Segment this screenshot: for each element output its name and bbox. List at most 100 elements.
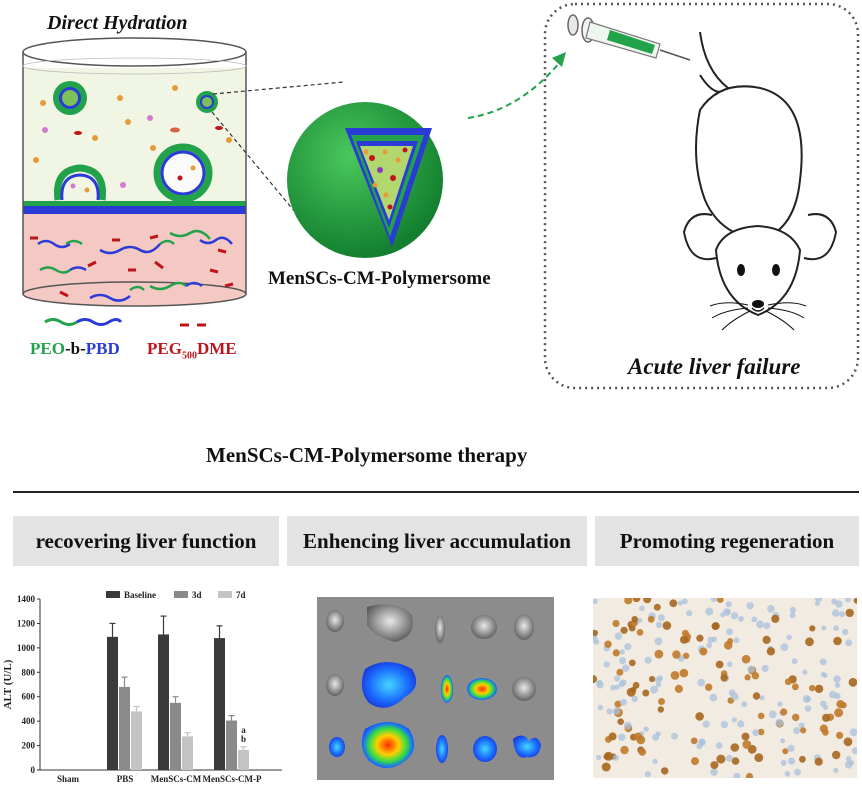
stained-nucleus <box>771 615 779 623</box>
y-tick-label: 600 <box>22 692 36 702</box>
unstained-nucleus <box>780 738 785 743</box>
ivis-organ-image <box>317 597 554 780</box>
stained-nucleus <box>658 698 665 705</box>
unstained-nucleus <box>697 679 705 687</box>
unstained-nucleus <box>738 616 744 622</box>
unstained-nucleus <box>655 677 662 684</box>
bar-7d <box>238 750 249 770</box>
stained-nucleus <box>620 746 628 754</box>
therapy-title: MenSCs-CM-Polymersome therapy <box>206 443 527 468</box>
x-tick-label: PBS <box>117 774 134 784</box>
bar-3d <box>119 687 130 770</box>
unstained-nucleus <box>720 612 725 617</box>
bar-baseline <box>158 634 169 770</box>
unstained-nucleus <box>788 745 795 752</box>
stained-nucleus <box>780 708 787 715</box>
stained-nucleus <box>639 748 647 756</box>
stained-nucleus <box>712 622 720 630</box>
stained-nucleus <box>720 674 728 682</box>
unstained-nucleus <box>732 717 737 722</box>
stained-nucleus <box>815 685 823 693</box>
stained-nucleus <box>696 635 703 642</box>
legend-label-7d: 7d <box>236 590 246 600</box>
stained-nucleus <box>705 684 712 691</box>
unstained-nucleus <box>656 622 662 628</box>
unstained-nucleus <box>726 628 733 635</box>
stained-nucleus <box>655 650 664 659</box>
unstained-nucleus <box>821 626 826 631</box>
unstained-nucleus <box>637 618 642 623</box>
unstained-nucleus <box>604 661 610 667</box>
mouse-label: Acute liver failure <box>628 354 800 380</box>
unstained-nucleus <box>821 672 826 677</box>
stained-nucleus <box>809 685 815 691</box>
legend-copolymer-glyph <box>45 320 121 325</box>
unstained-nucleus <box>794 769 801 776</box>
stained-nucleus <box>627 688 636 697</box>
stained-nucleus <box>637 629 644 636</box>
x-tick-label: Sham <box>57 774 80 784</box>
unstained-nucleus <box>776 719 784 727</box>
unstained-nucleus <box>710 768 718 776</box>
unstained-nucleus <box>760 695 765 700</box>
unstained-nucleus <box>849 760 854 765</box>
unstained-nucleus <box>839 611 845 617</box>
stained-nucleus <box>680 636 688 644</box>
legend-swatch-3d <box>174 591 188 598</box>
legend-peg-sub: 500 <box>182 350 197 361</box>
stained-nucleus <box>699 648 707 656</box>
unstained-nucleus <box>711 637 717 643</box>
therapy-divider <box>13 491 859 493</box>
legend-peg-label: PEG500DME <box>147 339 237 361</box>
stained-nucleus <box>752 672 759 679</box>
unstained-nucleus <box>788 758 795 765</box>
unstained-nucleus <box>620 649 625 654</box>
legend-label-baseline: Baseline <box>124 590 156 600</box>
stained-nucleus <box>613 649 620 656</box>
unstained-nucleus <box>769 711 777 719</box>
unstained-nucleus <box>833 625 839 631</box>
hydration-vessel <box>23 38 246 306</box>
bar-baseline <box>107 637 118 770</box>
unstained-nucleus <box>615 685 620 690</box>
unstained-nucleus <box>845 639 852 646</box>
stained-nucleus <box>710 761 718 769</box>
stained-nucleus <box>682 630 689 637</box>
stained-nucleus <box>742 740 751 749</box>
unstained-nucleus <box>620 679 626 685</box>
unstained-nucleus <box>842 629 848 635</box>
stained-nucleus <box>654 604 661 611</box>
unstained-nucleus <box>751 617 757 623</box>
histology-image <box>593 598 857 778</box>
polymersome-label: MenSCs-CM-Polymersome <box>268 268 491 290</box>
unstained-nucleus <box>613 707 620 714</box>
unstained-nucleus <box>618 734 625 741</box>
legend-peo: PEO <box>30 339 65 358</box>
unstained-nucleus <box>833 675 841 683</box>
y-tick-label: 200 <box>22 741 36 751</box>
unstained-nucleus <box>820 658 827 665</box>
stained-nucleus <box>799 756 806 763</box>
unstained-nucleus <box>741 701 747 707</box>
unstained-nucleus <box>725 609 730 614</box>
unstained-nucleus <box>731 693 739 701</box>
stained-nucleus <box>815 758 823 766</box>
legend-b: -b- <box>65 339 86 358</box>
unstained-nucleus <box>835 600 842 607</box>
unstained-nucleus <box>726 755 733 762</box>
stained-nucleus <box>844 737 853 746</box>
unstained-nucleus <box>786 635 791 640</box>
stained-nucleus <box>631 616 638 623</box>
stained-nucleus <box>658 706 664 712</box>
stained-nucleus <box>663 621 672 630</box>
stained-nucleus <box>716 755 725 764</box>
stained-nucleus <box>691 757 699 765</box>
unstained-nucleus <box>596 755 601 760</box>
stained-nucleus <box>609 732 617 740</box>
unstained-nucleus <box>620 699 627 706</box>
stained-nucleus <box>691 738 698 745</box>
unstained-nucleus <box>793 727 800 734</box>
unstained-nucleus <box>737 720 744 727</box>
mini-polymersome-1 <box>53 81 87 115</box>
